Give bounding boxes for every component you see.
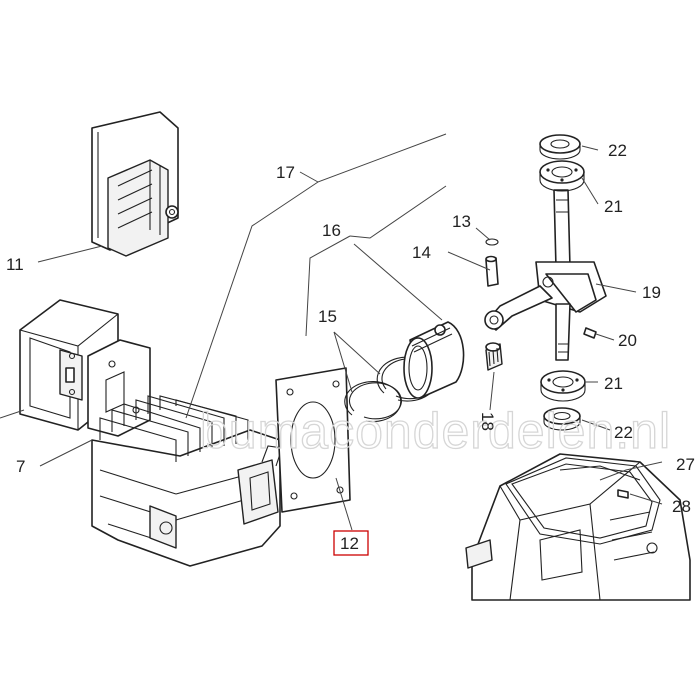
part-18-needle-bearing — [485, 342, 503, 371]
callout-labels: 11 17 16 13 14 22 21 19 20 21 22 15 18 7… — [6, 141, 695, 556]
part-12-cylinder-gasket — [275, 367, 351, 513]
part-28-dowel-pin — [617, 489, 629, 499]
callout-21-top: 21 — [604, 197, 623, 216]
part-20-key — [583, 327, 597, 339]
part-22-oil-seal-bottom — [543, 407, 581, 431]
callout-18: 18 — [478, 412, 497, 431]
part-21-bearing-top — [539, 160, 585, 192]
callout-20: 20 — [618, 331, 637, 350]
callout-28: 28 — [672, 497, 691, 516]
part-16-piston — [403, 321, 465, 399]
callout-21-bottom: 21 — [604, 374, 623, 393]
callout-14: 14 — [412, 243, 431, 262]
part-crankcase — [465, 453, 691, 601]
callout-22-top: 22 — [608, 141, 627, 160]
part-14-piston-pin — [485, 255, 499, 287]
part-22-oil-seal-top — [539, 134, 581, 160]
callout-19: 19 — [642, 283, 661, 302]
part-cylinder — [91, 395, 283, 567]
callout-13: 13 — [452, 212, 471, 231]
callout-7: 7 — [16, 457, 25, 476]
callout-17: 17 — [276, 163, 295, 182]
part-21-bearing-bottom — [540, 370, 586, 402]
part-27-crankcase-gasket — [505, 457, 661, 545]
part-11-filter-housing — [91, 111, 179, 257]
callout-12-highlight-box — [333, 530, 369, 556]
part-muffler-gasket — [87, 339, 151, 437]
part-13-circlip — [485, 238, 499, 246]
callout-11: 11 — [6, 255, 24, 274]
callout-16: 16 — [322, 221, 341, 240]
callout-15: 15 — [318, 307, 337, 326]
callout-12: 12 — [340, 534, 359, 553]
leader-lines — [0, 133, 663, 531]
part-19-crankshaft — [484, 189, 607, 361]
watermark-text: bumaconderdelen.nl — [200, 403, 671, 459]
callout-22-bottom: 22 — [614, 423, 633, 442]
callout-27: 27 — [676, 455, 695, 474]
